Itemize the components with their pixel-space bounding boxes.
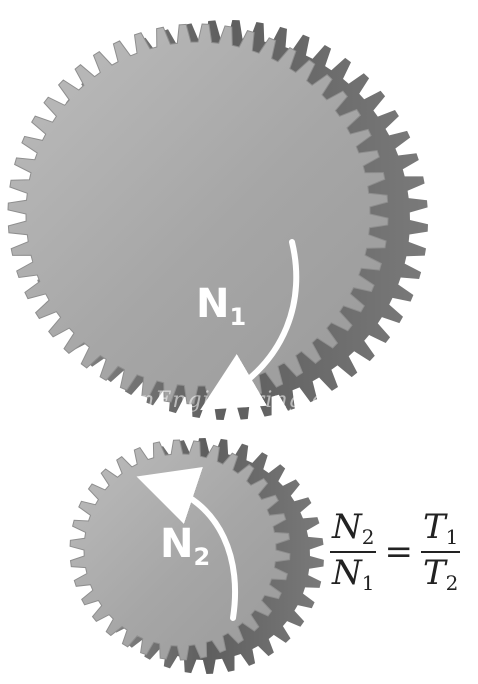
large-gear-speed-label: N1 <box>196 281 247 331</box>
large-gear-rotation-arrow <box>200 239 300 411</box>
formula-denominator-t2: T2 <box>422 553 459 595</box>
speed-ratio-fraction: N2 N1 <box>330 507 377 595</box>
fraction-bar <box>330 551 377 553</box>
small-gear-speed-label: N2 <box>160 521 211 571</box>
gear-ratio-formula: N2 N1 = T1 T2 <box>330 507 461 595</box>
watermark: www.LearnEngineering.org <box>20 388 353 413</box>
fraction-bar <box>420 551 461 553</box>
teeth-ratio-fraction: T1 T2 <box>420 507 461 595</box>
large-gear <box>7 23 389 405</box>
formula-numerator-n2: N2 <box>332 507 375 549</box>
formula-denominator-n1: N1 <box>332 553 375 595</box>
equals-sign: = <box>384 532 413 572</box>
small-gear-rotation-arrow <box>136 467 239 621</box>
formula-numerator-t1: T1 <box>422 507 459 549</box>
